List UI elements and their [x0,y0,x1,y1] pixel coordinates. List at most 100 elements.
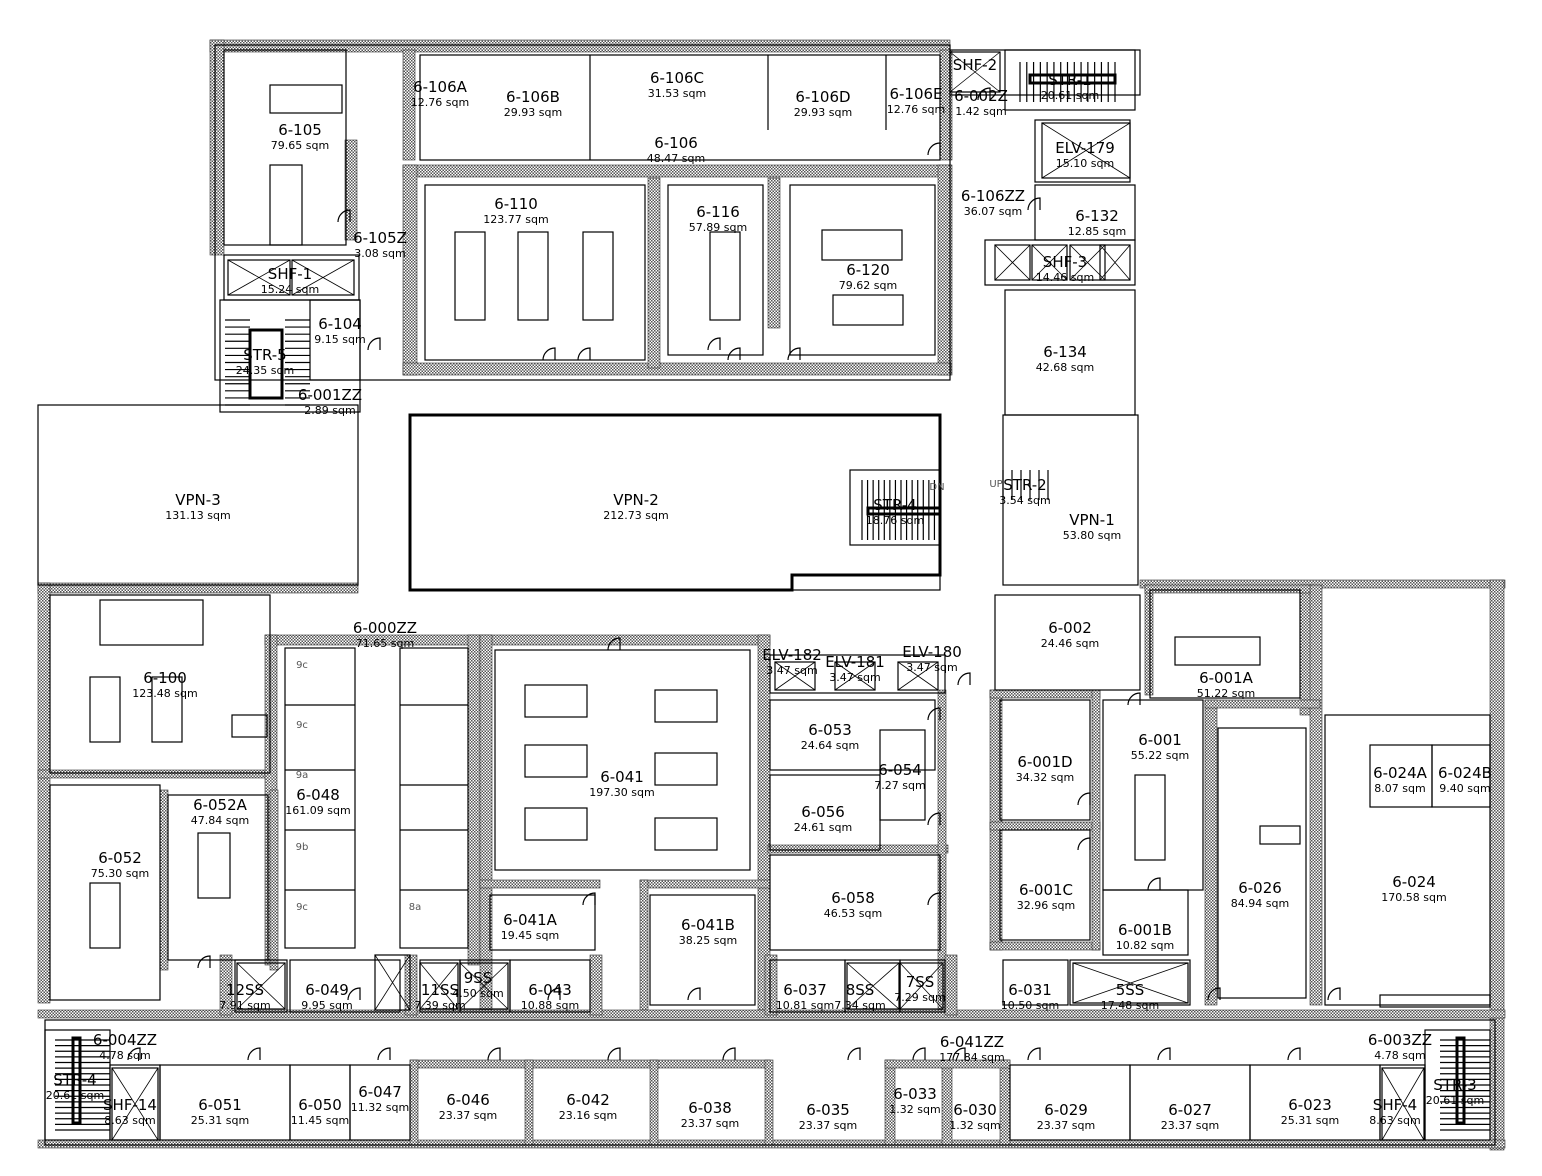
room-area: 29.93 sqm [794,106,852,119]
room-number: 6-054 [878,761,922,779]
wall [1204,699,1218,1006]
room-str-5[interactable]: STR-524.35 sqm [236,346,294,377]
room-number: ELV-182 [762,646,822,664]
room-number: ELV-179 [1055,139,1115,157]
wall [402,164,418,376]
room-area: 2.89 sqm [304,404,355,417]
room-vpn-1[interactable]: VPN-153.80 sqm [1063,511,1121,542]
wall [344,139,358,241]
room-number: 6-120 [846,261,890,279]
door-swing [957,672,971,686]
room-shf-1[interactable]: SHF-115.24 sqm [261,265,319,296]
room-shf-2[interactable]: SHF-2 [953,56,997,74]
room-area: 10.81 sqm [776,999,834,1012]
room-shf-4[interactable]: SHF-48.63 sqm [1369,1096,1420,1127]
door-swing [197,955,211,969]
room-area: 36.07 sqm [964,205,1022,218]
room-str-4[interactable]: STR-418.76 sqm [866,496,924,527]
room-str-2[interactable]: STR-23.54 sqm [999,476,1050,507]
room-str-1[interactable]: STR-120.61 sqm [1041,71,1099,102]
room-outline [1431,744,1491,808]
shaft-x-box [1381,1067,1425,1141]
room-str-4[interactable]: STR-420.61 sqm [46,1071,104,1102]
room-str-3[interactable]: STR-320.61 sqm [1426,1076,1484,1107]
room-shf-3[interactable]: SHF-314.46 sqm [1036,253,1094,284]
room-number: 5SS [1116,981,1145,999]
room-number: STR-2 [1003,476,1046,494]
room-shf-14[interactable]: SHF-148.63 sqm [103,1096,157,1127]
room-number: 6-031 [1008,981,1052,999]
